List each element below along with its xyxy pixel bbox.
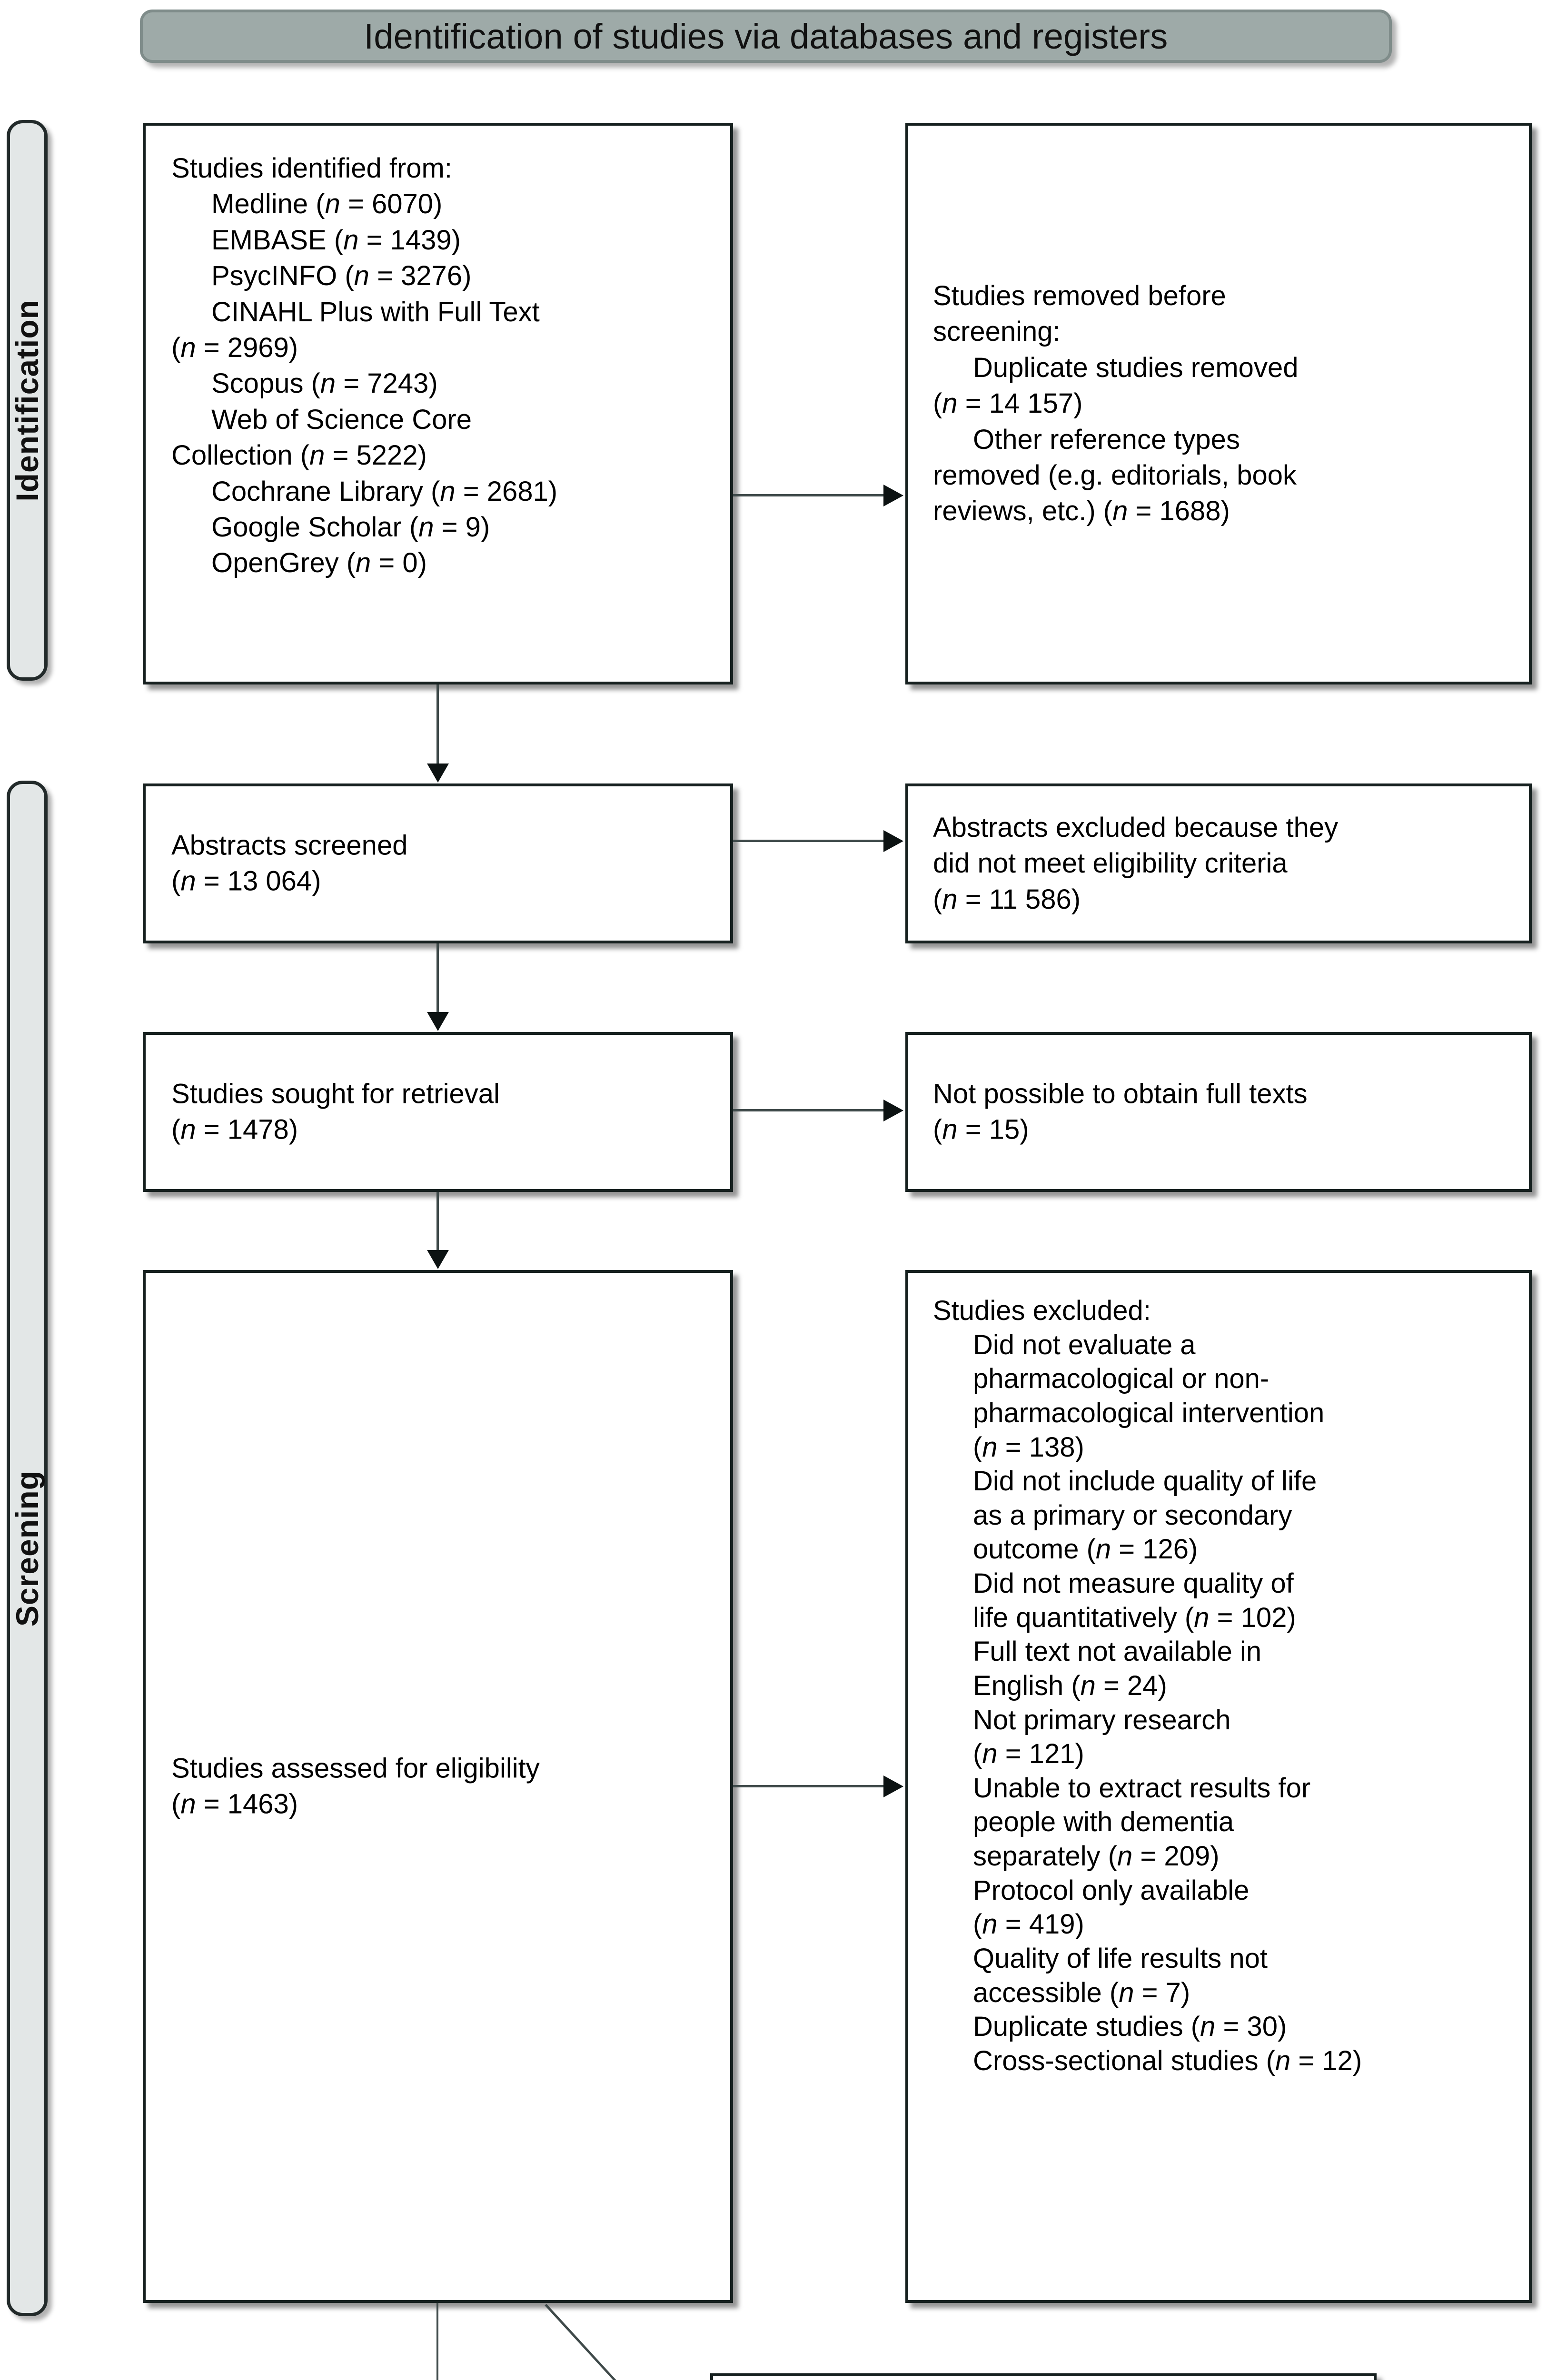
excluded-item-0-l3: pharmacological intervention: [973, 1397, 1325, 1428]
removed-item-0: Duplicate studies removed: [973, 352, 1299, 383]
excluded-item-1-l3: outcome (n = 126): [973, 1534, 1198, 1565]
excluded-item-0-l2: pharmacological or non-: [973, 1363, 1269, 1395]
identified-item-0: Medline (n = 6070): [211, 188, 443, 220]
excluded-item-7-l2: accessible (n = 7): [973, 1977, 1190, 2008]
box-additional-studies: Additional studies retrieved through bac…: [710, 2373, 1377, 2380]
box-abstracts-excluded: Abstracts excluded because they did not …: [905, 783, 1532, 943]
identified-item-7: Google Scholar (n = 9): [211, 511, 490, 543]
box-studies-assessed: Studies assessed for eligibility (n = 14…: [143, 1270, 733, 2303]
connector-identified-to-removed: [733, 494, 885, 496]
arrow-identified-to-removed: [883, 485, 903, 506]
identified-item-1: EMBASE (n = 1439): [211, 224, 461, 256]
abstracts-excluded-count: (n = 11 586): [933, 883, 1081, 915]
identified-title: Studies identified from:: [171, 153, 452, 184]
connector-assessed-to-included: [436, 2303, 438, 2380]
header-banner: Identification of studies via databases …: [140, 10, 1392, 63]
excluded-item-0-count: (n = 138): [973, 1431, 1084, 1463]
connector-assessed-to-additional: [545, 2304, 679, 2380]
excluded-item-5-l1: Unable to extract results for: [973, 1772, 1311, 1804]
excluded-title: Studies excluded:: [933, 1295, 1151, 1326]
box-abstracts-screened: Abstracts screened (n = 13 064): [143, 783, 733, 943]
stage-label-screening: Screening: [10, 1470, 45, 1627]
removed-item-1-l3: reviews, etc.) (n = 1688): [933, 496, 1230, 527]
removed-title-l2: screening:: [933, 316, 1061, 347]
sought-count: (n = 1478): [171, 1114, 298, 1145]
box-studies-removed: Studies removed before screening: Duplic…: [905, 123, 1532, 684]
arrow-sought-to-assessed: [427, 1250, 449, 1269]
excluded-item-9: Cross-sectional studies (n = 12): [973, 2045, 1362, 2076]
arrow-sought-to-notpossible: [883, 1100, 903, 1121]
identified-item-5-count: Collection (n = 5222): [171, 440, 427, 471]
box-studies-identified: Studies identified from: Medline (n = 60…: [143, 123, 733, 684]
arrow-assessed-to-excluded: [883, 1775, 903, 1797]
identified-item-5: Web of Science Core: [211, 404, 472, 435]
arrow-screened-to-excluded: [883, 830, 903, 852]
excluded-item-4-count: (n = 121): [973, 1738, 1084, 1770]
excluded-item-7-l1: Quality of life results not: [973, 1943, 1268, 1974]
identified-item-2: PsycINFO (n = 3276): [211, 260, 472, 292]
sought-title: Studies sought for retrieval: [171, 1078, 500, 1110]
connector-screened-to-sought: [436, 943, 439, 1020]
not-possible-count: (n = 15): [933, 1114, 1029, 1145]
excluded-item-3-l2: English (n = 24): [973, 1670, 1167, 1701]
excluded-item-4-l1: Not primary research: [973, 1704, 1231, 1735]
arrow-screened-to-sought: [427, 1012, 449, 1031]
excluded-item-6-count: (n = 419): [973, 1909, 1084, 1940]
connector-sought-to-notpossible: [733, 1109, 885, 1111]
excluded-item-3-l1: Full text not available in: [973, 1636, 1262, 1667]
excluded-item-2-l2: life quantitatively (n = 102): [973, 1602, 1296, 1633]
removed-item-1-l2: removed (e.g. editorials, book: [933, 460, 1297, 491]
connector-identified-to-screened: [436, 684, 439, 772]
header-title: Identification of studies via databases …: [364, 16, 1168, 56]
excluded-item-5-l3: separately (n = 209): [973, 1841, 1220, 1872]
removed-title-l1: Studies removed before: [933, 280, 1226, 312]
identified-item-3-count: (n = 2969): [171, 332, 298, 363]
identified-item-8: OpenGrey (n = 0): [211, 547, 427, 579]
removed-item-1: Other reference types: [973, 424, 1240, 455]
connector-screened-to-excluded: [733, 840, 885, 842]
box-not-possible-full-texts: Not possible to obtain full texts (n = 1…: [905, 1032, 1532, 1192]
identified-item-3: CINAHL Plus with Full Text: [211, 296, 540, 327]
excluded-item-1-l2: as a primary or secondary: [973, 1499, 1292, 1531]
abstracts-excluded-l2: did not meet eligibility criteria: [933, 848, 1288, 879]
arrow-identified-to-screened: [427, 764, 449, 783]
excluded-item-1-l1: Did not include quality of life: [973, 1466, 1317, 1497]
excluded-item-8: Duplicate studies (n = 30): [973, 2011, 1287, 2043]
identified-item-4: Scopus (n = 7243): [211, 368, 438, 399]
excluded-item-2-l1: Did not measure quality of: [973, 1568, 1294, 1599]
connector-sought-to-assessed: [436, 1192, 439, 1259]
excluded-item-5-l2: people with dementia: [973, 1806, 1234, 1838]
identified-item-6: Cochrane Library (n = 2681): [211, 476, 558, 507]
box-studies-excluded: Studies excluded: Did not evaluate a pha…: [905, 1270, 1532, 2303]
box-studies-sought: Studies sought for retrieval (n = 1478): [143, 1032, 733, 1192]
abstracts-excluded-l1: Abstracts excluded because they: [933, 812, 1339, 843]
assessed-title: Studies assessed for eligibility: [171, 1753, 540, 1784]
excluded-item-6-l1: Protocol only available: [973, 1874, 1250, 1906]
stage-label-identification: Identification: [10, 299, 45, 502]
abstracts-screened-title: Abstracts screened: [171, 830, 408, 861]
not-possible-title: Not possible to obtain full texts: [933, 1078, 1308, 1110]
removed-item-0-count: (n = 14 157): [933, 388, 1083, 419]
abstracts-screened-count: (n = 13 064): [171, 866, 321, 897]
stage-tab-identification: Identification: [7, 120, 48, 681]
connector-assessed-to-excluded: [733, 1785, 885, 1787]
stage-tab-screening: Screening: [7, 781, 48, 2316]
excluded-item-0-l1: Did not evaluate a: [973, 1329, 1196, 1360]
assessed-count: (n = 1463): [171, 1789, 298, 1820]
